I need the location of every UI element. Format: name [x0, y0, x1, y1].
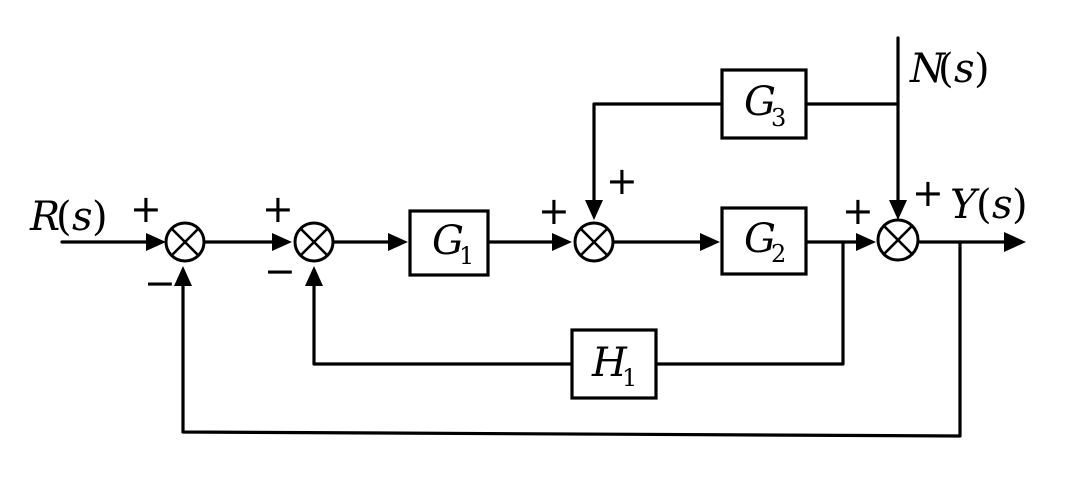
h1-feedback-left: [312, 278, 574, 366]
svg-text:R: R: [29, 194, 60, 240]
arrowhead-g1-input: [388, 233, 408, 251]
output-arrowhead: [1004, 232, 1026, 252]
summing-junction-2: [293, 221, 335, 263]
summing-junction-1: [164, 221, 206, 263]
block-g3: G 3: [720, 68, 808, 140]
input-arrowhead: [146, 233, 166, 251]
svg-text:): ): [1012, 182, 1028, 228]
summing-junction-4: [876, 218, 920, 262]
svg-text:N: N: [909, 46, 947, 92]
svg-text:s: s: [72, 194, 93, 240]
sign-sum3-top: +: [606, 159, 638, 203]
sign-sum3-input: +: [538, 189, 570, 233]
sign-sum1-input: +: [130, 187, 162, 231]
block-h1-subscript: 1: [622, 364, 637, 392]
block-g3-subscript: 3: [771, 104, 786, 132]
arrowhead-sum4-input: [856, 233, 876, 251]
block-g1-subscript: 1: [459, 242, 474, 270]
arrowhead-sum3-input: [552, 233, 572, 251]
arrowhead-sum3-top: [585, 200, 603, 220]
arrowhead-sum1-feedback: [174, 266, 192, 286]
svg-text:(: (: [938, 46, 954, 92]
sign-sum1-feedback: −: [144, 261, 176, 305]
block-g2-subscript: 2: [771, 240, 786, 268]
svg-text:): ): [92, 194, 108, 240]
arrowhead-g2-input: [700, 233, 720, 251]
sign-sum4-top: +: [912, 171, 944, 215]
arrowhead-sum2-input: [272, 233, 292, 251]
block-g2: G 2: [720, 206, 808, 276]
block-g1-label: G: [432, 218, 464, 264]
block-h1: H 1: [570, 328, 658, 400]
output-label: Y ( s ): [950, 182, 1028, 228]
sign-sum2-input: +: [262, 187, 294, 231]
arrowhead-sum4-top: [889, 200, 907, 220]
svg-text:(: (: [56, 194, 72, 240]
sign-sum2-feedback: −: [264, 249, 296, 293]
svg-text:s: s: [954, 46, 975, 92]
arrowhead-sum2-feedback: [305, 266, 323, 286]
svg-text:Y: Y: [950, 182, 980, 228]
svg-text:s: s: [992, 182, 1013, 228]
svg-text:): ): [974, 46, 990, 92]
wire-g3-to-sum3: [592, 102, 724, 208]
outer-feedback-wire: [181, 240, 962, 438]
sign-sum4-input: +: [842, 189, 874, 233]
block-g1: G 1: [408, 209, 490, 277]
block-g2-label: G: [744, 216, 776, 262]
block-g3-label: G: [744, 79, 776, 125]
h1-feedback-right: [654, 240, 845, 366]
disturbance-label: N ( s ): [909, 46, 990, 92]
block-h1-label: H: [591, 340, 628, 386]
summing-junction-3: [573, 221, 615, 263]
svg-text:(: (: [976, 182, 992, 228]
input-label: R ( s ): [29, 194, 108, 240]
